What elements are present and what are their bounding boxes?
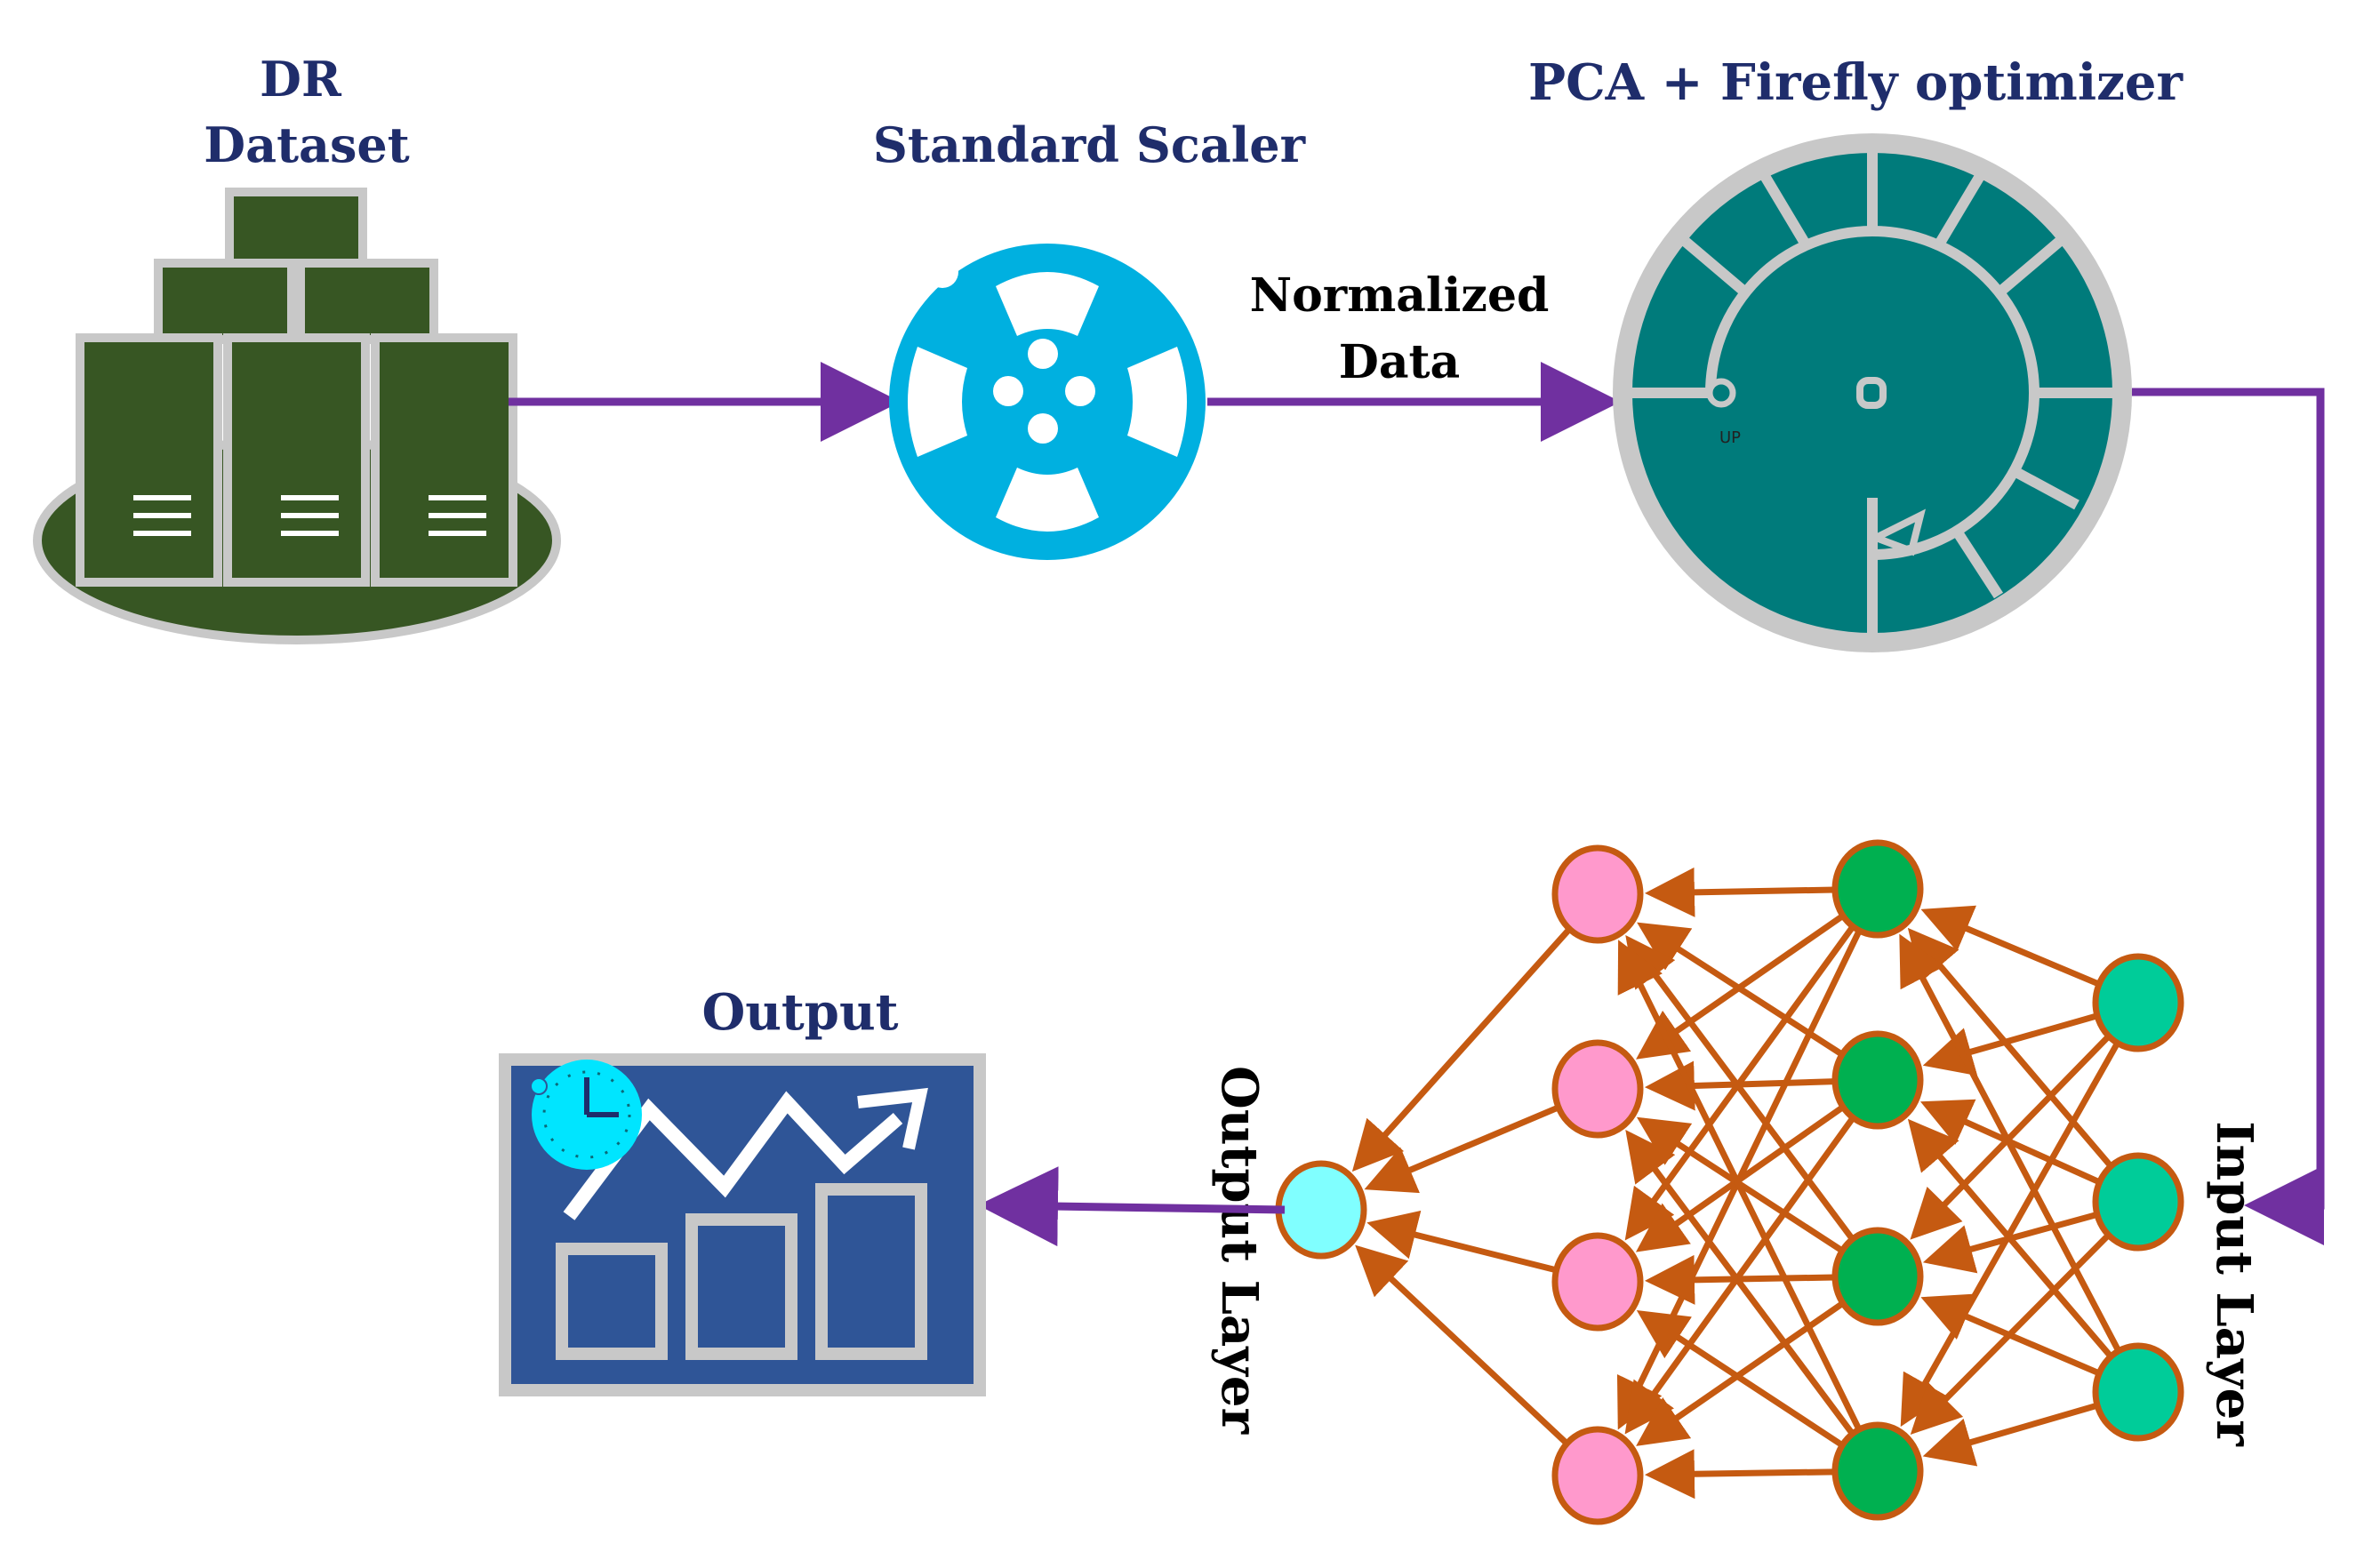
film-reel-icon [889,244,1206,560]
nn-edge-hidden-to-hidden [1636,913,1845,1060]
nn-edge-input-to-hidden [1920,1293,2101,1377]
nn-edge-hidden-to-hidden [1644,1254,1836,1305]
dial-up-marker: UP [1719,428,1741,447]
input-layer-label: Input Layer [2205,1121,2264,1447]
nn-edge-hidden-to-hidden [1644,1060,1836,1111]
nn-edge-input-to-hidden [1907,1118,2113,1359]
normalized-label-line2: Data [1339,335,1461,389]
server-cluster-icon [33,188,561,644]
hidden-node [1831,1030,1924,1130]
nn-edge-hidden-to-output [1364,1104,1560,1194]
nn-edge-hidden-to-output [1366,1210,1558,1274]
nn-edge-hidden-to-hidden [1617,940,1863,1431]
nn-edge-hidden-to-hidden [1637,922,1844,1058]
output-layer-label: Output Layer [1210,1066,1269,1435]
output-label: Output [701,983,898,1042]
neural-network-icon [1275,839,2184,1525]
dataset-label-line1: DR [260,51,342,108]
normalized-label-line1: Normalized [1250,268,1550,323]
hidden-node-2 [1551,1232,1644,1332]
clock-icon [530,1060,642,1170]
input-node [2092,953,2184,1052]
nn-edge-hidden-to-output [1351,926,1572,1172]
flow-arrow-optimizer-to-network [2132,388,2325,1245]
nn-edge-input-to-hidden [1907,927,2113,1169]
nn-edge-hidden-to-hidden [1625,935,1855,1242]
nn-edge-hidden-to-hidden [1636,1310,1845,1448]
scaler-label: Standard Scaler [873,116,1306,173]
nn-edge-input-to-hidden [1899,933,2122,1353]
dataset-label-line2: Dataset [204,116,410,173]
nn-edge-input-to-hidden [1900,1041,2120,1428]
hidden-node-2 [1551,1039,1644,1139]
input-node [2092,1152,2184,1252]
nn-edge-input-to-hidden [1910,1034,2112,1240]
nn-edge-input-to-hidden [1920,905,2101,988]
neural-network-edges [1351,867,2122,1500]
nn-edge-hidden-to-hidden [1644,1449,1836,1500]
nn-edge-hidden-to-output [1355,1244,1569,1446]
hidden-node [1831,839,1924,939]
hidden-node [1831,1421,1924,1521]
output-node [1275,1160,1367,1260]
hidden-node-2 [1551,1426,1644,1525]
hidden-node-2 [1551,844,1644,944]
optimizer-label: PCA + Firefly optimizer [1528,53,2184,112]
nn-edge-input-to-hidden [1922,1402,2099,1467]
nn-edge-hidden-to-hidden [1624,1116,1856,1435]
dial-icon [1613,133,2132,652]
nn-edge-hidden-to-hidden [1635,1104,1846,1252]
flow-arrow-network-to-output [978,1166,1286,1247]
hidden-node [1831,1227,1924,1326]
nn-edge-hidden-to-hidden [1644,867,1836,917]
nn-edge-hidden-to-hidden [1625,1130,1855,1436]
input-node [2092,1342,2184,1442]
nn-edge-input-to-hidden [1922,1012,2098,1076]
